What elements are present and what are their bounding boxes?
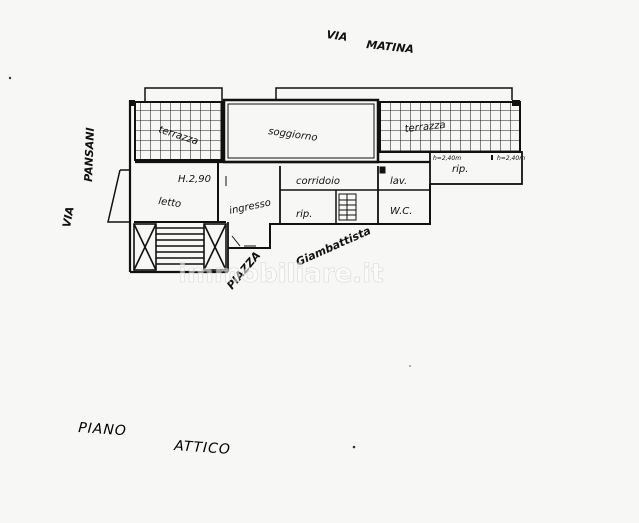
ingresso-label: ingresso (228, 197, 272, 217)
wc-label: W.C. (390, 206, 412, 217)
terrazza-right-area (379, 100, 521, 153)
street-left-name: PANSANI (82, 127, 97, 182)
speck-dot (352, 445, 356, 449)
door-marks (225, 176, 256, 247)
soggiorno-label: soggiorno (268, 126, 319, 144)
rip-small-label: rip. (296, 209, 312, 220)
walls (128, 100, 431, 274)
rip-right-label: rip. (452, 164, 468, 175)
lav-label: lav. (390, 176, 407, 187)
watermark-text: immobiliare.it (178, 259, 384, 289)
terrazza-left-area (129, 87, 223, 161)
stairs-icon (338, 193, 357, 221)
rip-right-room (429, 151, 523, 185)
letto-label: letto (158, 196, 182, 210)
lift-shaft (133, 223, 227, 271)
height-left-label: h=2,40m (433, 155, 461, 162)
letto-height-label: H.2,90 (178, 174, 211, 185)
caption-line-1: PIANO (78, 420, 128, 439)
street-top-name: MATINA (366, 38, 415, 56)
speck-dot (409, 365, 411, 367)
street-left-prefix: VIA (60, 205, 76, 228)
height-right-label: h=2,40m (497, 155, 525, 162)
terrazza-right-label: terrazza (404, 120, 446, 135)
left-annex (107, 169, 131, 223)
corridoio-label: corridoio (296, 176, 340, 187)
caption-line-2: ATTICO (173, 438, 232, 458)
speck-dot (8, 76, 12, 80)
street-top-prefix: VIA (326, 28, 349, 44)
